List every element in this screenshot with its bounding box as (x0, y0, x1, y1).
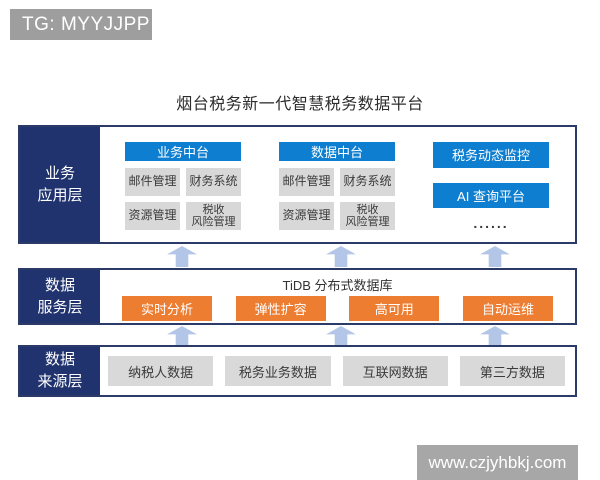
data-source-layer: 数据 来源层 纳税人数据 税务业务数据 互联网数据 第三方数据 (18, 345, 577, 397)
source-box-tax-business-data: 税务业务数据 (225, 356, 331, 386)
application-layer-body: 业务中台 邮件管理 财务系统 资源管理 税收 风险管理 数据中台 邮件管理 财务… (100, 127, 575, 242)
module-box: 邮件管理 (125, 168, 180, 196)
business-middle-platform-header: 业务中台 (125, 142, 241, 161)
feature-box-realtime-analysis: 实时分析 (122, 296, 212, 321)
module-box: 资源管理 (125, 202, 180, 230)
data-source-layer-label: 数据 来源层 (20, 347, 100, 395)
source-box-internet-data: 互联网数据 (342, 356, 448, 386)
tax-dynamic-monitoring-box: 税务动态监控 (433, 142, 549, 168)
up-arrow-icon (167, 326, 197, 347)
monitoring-group: 税务动态监控 AI 查询平台 ...... (433, 142, 549, 230)
up-arrow-icon (326, 246, 356, 267)
source-box-taxpayer-data: 纳税人数据 (108, 356, 214, 386)
module-box: 邮件管理 (279, 168, 334, 196)
telegram-watermark-banner: TG: MYYJJPP (10, 9, 152, 40)
diagram-title: 烟台税务新一代智慧税务数据平台 (176, 96, 424, 113)
module-box: 财务系统 (186, 168, 241, 196)
data-service-layer: 数据 服务层 TiDB 分布式数据库 实时分析 弹性扩容 高可用 自动运维 (18, 268, 577, 325)
module-box: 资源管理 (279, 202, 334, 230)
feature-box-high-availability: 高可用 (349, 296, 440, 321)
feature-box-elastic-scaling: 弹性扩容 (235, 296, 326, 321)
data-source-layer-body: 纳税人数据 税务业务数据 互联网数据 第三方数据 (100, 347, 575, 395)
ellipsis-more-indicator: ...... (473, 215, 509, 231)
website-watermark-banner: www.czjyhbkj.com (417, 445, 578, 480)
module-box: 税收 风险管理 (340, 202, 395, 230)
up-arrow-icon (167, 246, 197, 267)
ai-query-platform-box: AI 查询平台 (433, 182, 549, 208)
data-middle-platform-group: 数据中台 邮件管理 财务系统 资源管理 税收 风险管理 (279, 142, 395, 230)
up-arrow-icon (480, 246, 510, 267)
business-middle-platform-group: 业务中台 邮件管理 财务系统 资源管理 税收 风险管理 (125, 142, 241, 230)
application-layer-label: 业务 应用层 (20, 127, 100, 242)
data-service-layer-body: TiDB 分布式数据库 实时分析 弹性扩容 高可用 自动运维 (100, 270, 575, 323)
application-layer: 业务 应用层 业务中台 邮件管理 财务系统 资源管理 税收 风险管理 数据中台 … (18, 125, 577, 244)
data-service-layer-label: 数据 服务层 (20, 270, 100, 323)
up-arrow-icon (326, 326, 356, 347)
module-box: 税收 风险管理 (186, 202, 241, 230)
data-middle-platform-header: 数据中台 (279, 142, 395, 161)
source-box-third-party-data: 第三方数据 (459, 356, 565, 386)
tidb-database-title: TiDB 分布式数据库 (282, 278, 393, 293)
module-box: 财务系统 (340, 168, 395, 196)
up-arrow-icon (480, 326, 510, 347)
feature-box-auto-ops: 自动运维 (462, 296, 553, 321)
